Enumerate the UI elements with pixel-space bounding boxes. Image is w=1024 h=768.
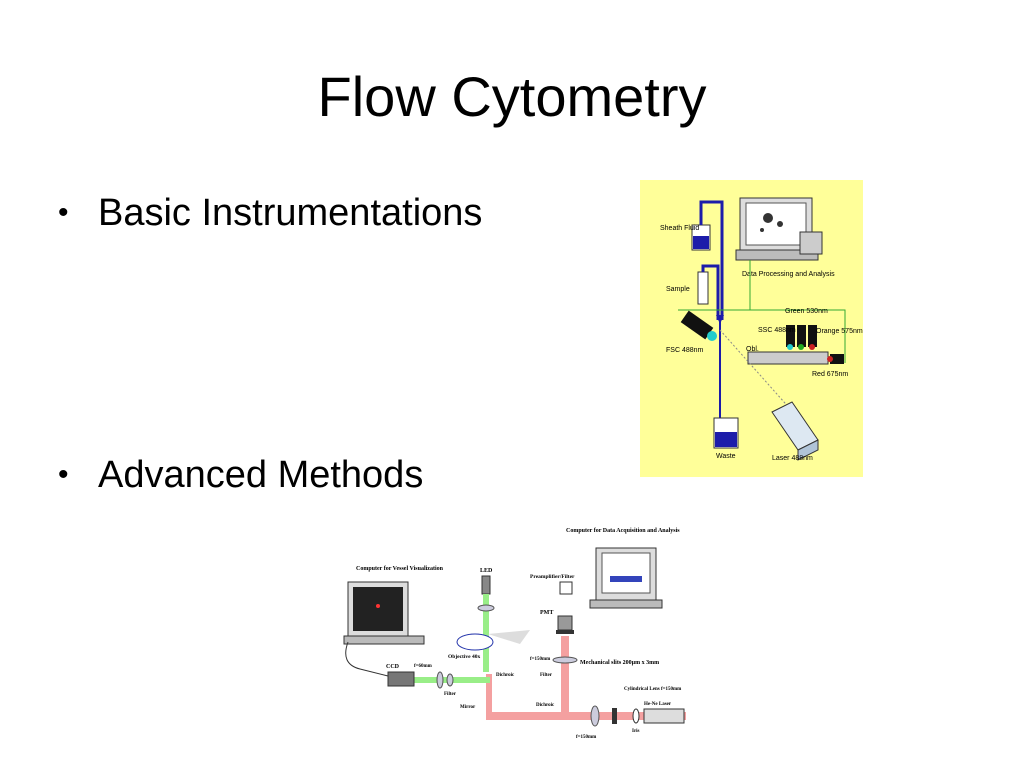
label-green: Green 530nm [785, 308, 828, 315]
advanced-optical-setup-diagram: Computer for Data Acquisition and Analys… [340, 524, 688, 744]
acquisition-computer-icon [589, 547, 663, 609]
sheath-fluid-bottle-icon [691, 200, 724, 320]
label-ssc: SSC 488nm [758, 327, 796, 334]
label-dichroic1: Dichroic [496, 673, 515, 678]
label-f150a: f=150mm [530, 657, 551, 662]
red-beam [561, 636, 569, 720]
label-preamp: Preamplifier/Filter [530, 574, 575, 580]
red-beam [486, 712, 686, 720]
label-dichroic2: Dichroic [536, 703, 555, 708]
label-pmt: PMT [540, 610, 553, 616]
label-filter2: Filter [540, 673, 553, 678]
label-waste: Waste [716, 453, 736, 460]
slide-title: Flow Cytometry [317, 65, 707, 128]
flow-arrow-icon [716, 315, 724, 324]
fsc-detector-icon [680, 310, 717, 341]
computer-icon [735, 197, 823, 261]
pmt-icon [557, 615, 573, 631]
label-computer-vessel: Computer for Vessel Visualization [356, 566, 444, 572]
slits-icon [556, 630, 574, 634]
led-beam [483, 594, 489, 672]
label-computer-acq: Computer for Data Acquisition and Analys… [566, 528, 680, 534]
label-laser: He-Ne Laser [644, 702, 672, 707]
bullet-dot: • [58, 458, 69, 491]
bullet-advanced-methods: • Advanced Methods [58, 452, 423, 498]
led-icon [481, 575, 491, 595]
lens-icon [436, 671, 444, 689]
label-laser: Laser 488nm [772, 455, 813, 462]
advanced-diagram-svg: Computer for Data Acquisition and Analys… [343, 528, 686, 740]
iris-icon [632, 708, 640, 724]
signal-wire [678, 309, 846, 363]
label-ccd: CCD [386, 664, 400, 670]
label-orange: Orange 575nm [816, 328, 863, 335]
label-sheath-fluid: Sheath Fluid [660, 225, 699, 232]
waste-bottle-icon [713, 417, 739, 449]
bullet-text: Advanced Methods [98, 454, 424, 496]
sample-tube-icon [697, 264, 720, 320]
pmt-detectors-icon [786, 325, 817, 350]
basic-diagram-svg: Sheath Fluid Data Processing and Analysi… [660, 197, 863, 462]
label-filter1: Filter [444, 692, 457, 697]
optical-bench [747, 351, 829, 365]
label-mirror: Mirror [460, 705, 476, 710]
label-objective: Objective 40x [448, 654, 480, 660]
label-obl: Obl. [746, 346, 759, 353]
bullet-dot: • [58, 196, 69, 229]
lens-icon [552, 656, 578, 664]
bullet-text: Basic Instrumentations [98, 192, 483, 234]
he-ne-laser-icon [643, 708, 685, 724]
bullet-basic-instrumentations: • Basic Instrumentations [58, 190, 482, 236]
label-sample: Sample [666, 286, 690, 293]
ccd-icon [387, 671, 415, 687]
label-red: Red 675nm [812, 371, 848, 378]
vessel-computer-icon [343, 581, 425, 645]
sample-icon [456, 633, 494, 651]
label-data-processing: Data Processing and Analysis [742, 271, 835, 278]
label-f60: f=60mm [414, 664, 433, 669]
stage-icon [488, 630, 530, 644]
red-detector-icon [827, 354, 844, 364]
preamp-icon [559, 581, 573, 595]
lens-icon [590, 705, 600, 727]
label-fsc: FSC 488nm [666, 347, 704, 354]
label-mech-slits: Mechanical slits 200µm x 3mm [580, 660, 659, 666]
label-cyl-lens: Cylindrical Lens f=150mm [624, 687, 682, 692]
label-f150b: f=150mm [576, 735, 597, 740]
laser-icon [771, 401, 819, 461]
filter-icon [446, 673, 454, 687]
red-beam [486, 674, 492, 716]
basic-flow-cytometer-diagram: Sheath Fluid Data Processing and Analysi… [640, 180, 863, 477]
cable [345, 641, 389, 677]
label-iris: Iris [632, 729, 640, 734]
cyl-lens-icon [612, 708, 617, 724]
lens-icon [477, 604, 495, 612]
label-led: LED [480, 568, 493, 574]
